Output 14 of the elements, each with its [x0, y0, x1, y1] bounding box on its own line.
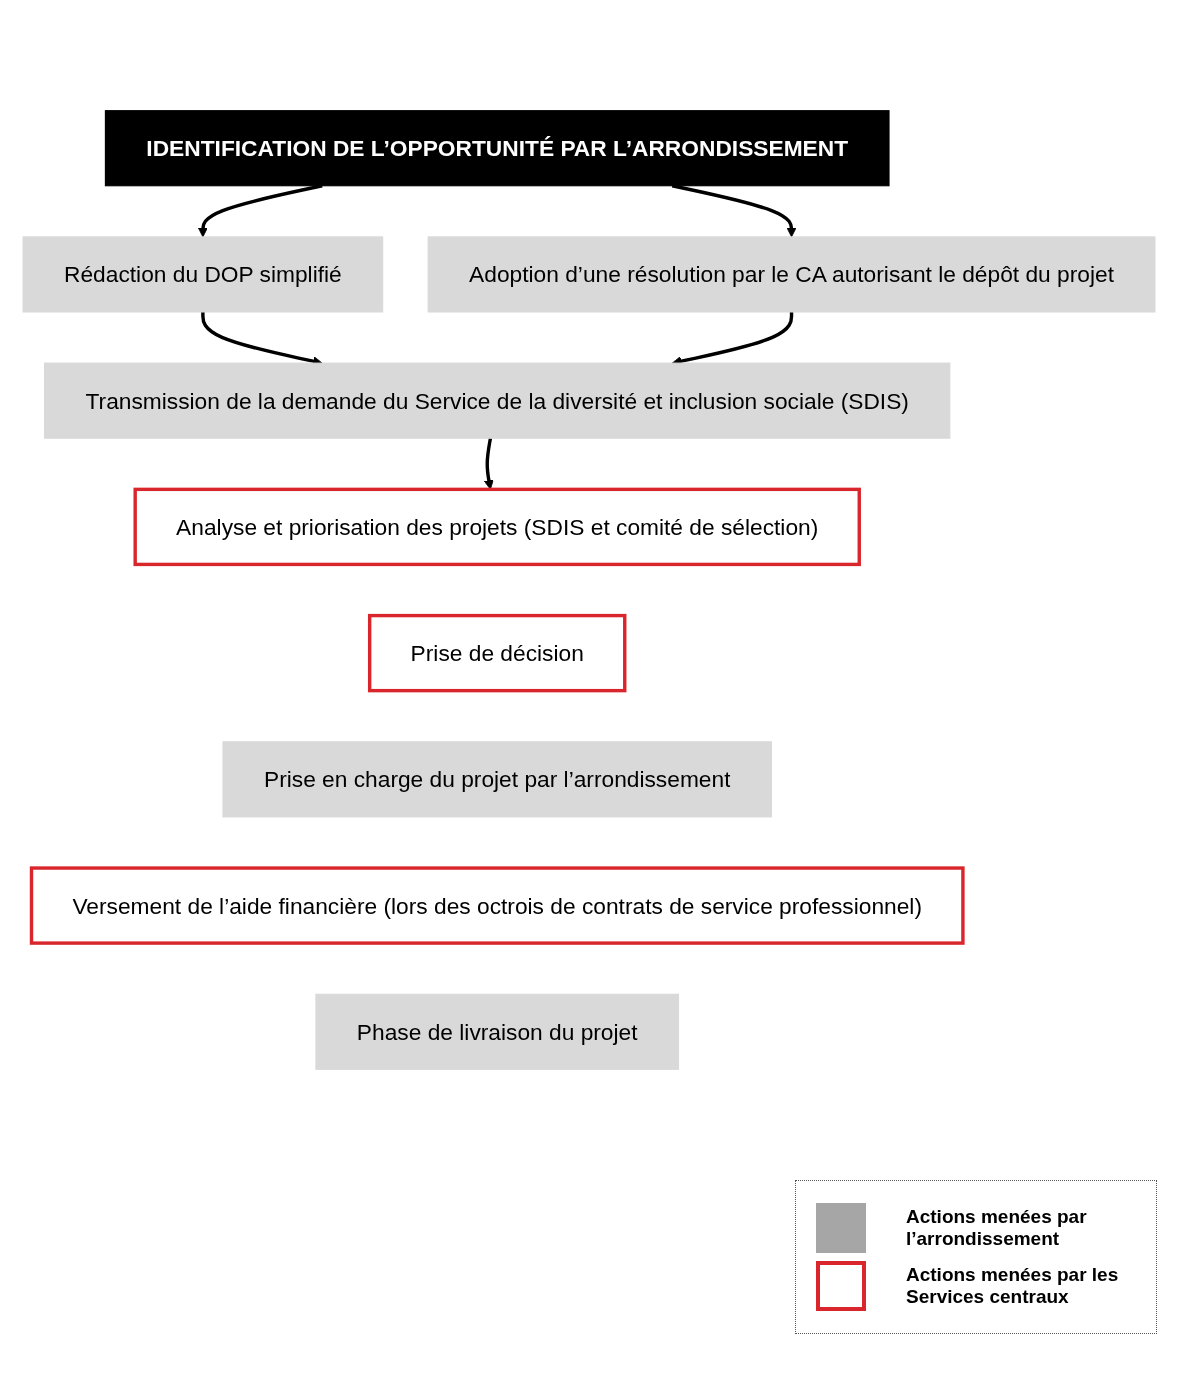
node-box: Versement de l’aide financière (lors des octrois de contrats de service professionnel) [29, 866, 965, 945]
arrow [197, 184, 323, 238]
node-box: Phase de livraison du projet [314, 993, 679, 1070]
node-box: Prise en charge du projet par l’arrondissement [221, 741, 772, 818]
node-box: Adoption d’une résolution par le CA autorisant le dépôt du projet [427, 236, 1155, 313]
arrow [483, 437, 494, 490]
node-box: Rédaction du DOP simplifié [22, 236, 383, 313]
legend-label: Actions menées par les Services centraux [906, 1264, 1120, 1308]
node-box: Transmission de la demande du Service de la diversité et inclusion sociale (SDIS) [43, 362, 950, 439]
node-box: IDENTIFICATION DE L’OPPORTUNITÉ PAR L’ARRONDISSEMENT [104, 110, 890, 187]
arrow [671, 184, 797, 238]
legend-label: Actions menées par l’arrondissement [906, 1206, 1088, 1250]
node-box: Prise de décision [367, 613, 626, 693]
node-box: Analyse et priorisation des projets (SDIS et comité de sélection) [132, 487, 861, 567]
